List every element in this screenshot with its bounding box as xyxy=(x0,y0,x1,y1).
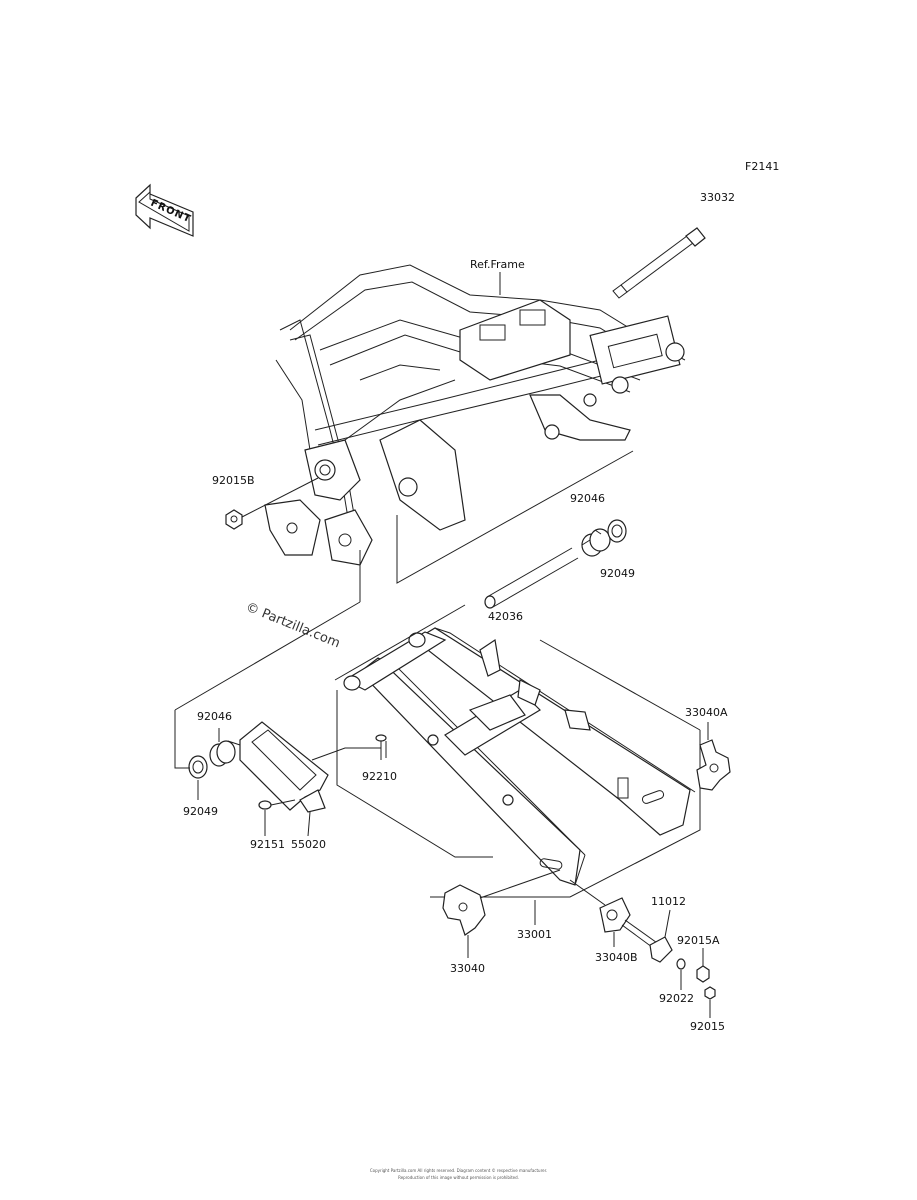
label-92049-top: 92049 xyxy=(600,567,635,580)
label-33040B: 33040B xyxy=(595,951,638,964)
label-33040A: 33040A xyxy=(685,706,728,719)
label-92049-left: 92049 xyxy=(183,805,218,818)
footer-line-1: Copyright Partzilla.com All rights reser… xyxy=(369,1168,548,1173)
label-11012: 11012 xyxy=(651,895,686,908)
label-42036: 42036 xyxy=(488,610,523,623)
nut-92022 xyxy=(676,958,686,970)
seal-92049-top xyxy=(607,519,627,543)
label-92015A: 92015A xyxy=(677,934,720,947)
diagram-code: F2141 xyxy=(745,160,779,173)
label-92022: 92022 xyxy=(659,992,694,1005)
collar-92046-left xyxy=(209,740,241,767)
label-92151: 92151 xyxy=(250,838,285,851)
chain-guide-55020 xyxy=(239,721,329,813)
bolt-92210 xyxy=(375,734,387,760)
chain-adjuster-33040B xyxy=(599,897,631,933)
label-92046-left: 92046 xyxy=(197,710,232,723)
frame-drawing xyxy=(264,264,686,566)
nut-92015B xyxy=(225,509,243,530)
watermark: © Partzilla.com xyxy=(244,600,343,651)
label-92015: 92015 xyxy=(690,1020,725,1033)
chain-adjuster-33040 xyxy=(442,884,486,936)
pivot-shaft-33032 xyxy=(612,227,706,299)
screw-92151 xyxy=(258,799,296,810)
label-55020: 55020 xyxy=(291,838,326,851)
label-33040: 33040 xyxy=(450,962,485,975)
label-92046-top: 92046 xyxy=(570,492,605,505)
footer-line-2: Reproduction of this image without permi… xyxy=(398,1175,519,1180)
chain-adjuster-33040A xyxy=(696,739,731,791)
collar-92046-top xyxy=(581,528,611,557)
swingarm-33001 xyxy=(343,627,696,886)
sleeve-42036 xyxy=(484,547,579,609)
label-33001: 33001 xyxy=(517,928,552,941)
label-33032: 33032 xyxy=(700,191,735,204)
seal-92049-left xyxy=(188,755,208,779)
label-92015B: 92015B xyxy=(212,474,255,487)
nut-92015A xyxy=(696,965,710,983)
adjuster-bolt-11012 xyxy=(621,919,673,963)
nut-92015 xyxy=(704,986,716,1000)
label-92210: 92210 xyxy=(362,770,397,783)
label-ref-frame: Ref.Frame xyxy=(470,258,525,271)
front-arrow-icon: FRONT xyxy=(135,183,194,237)
